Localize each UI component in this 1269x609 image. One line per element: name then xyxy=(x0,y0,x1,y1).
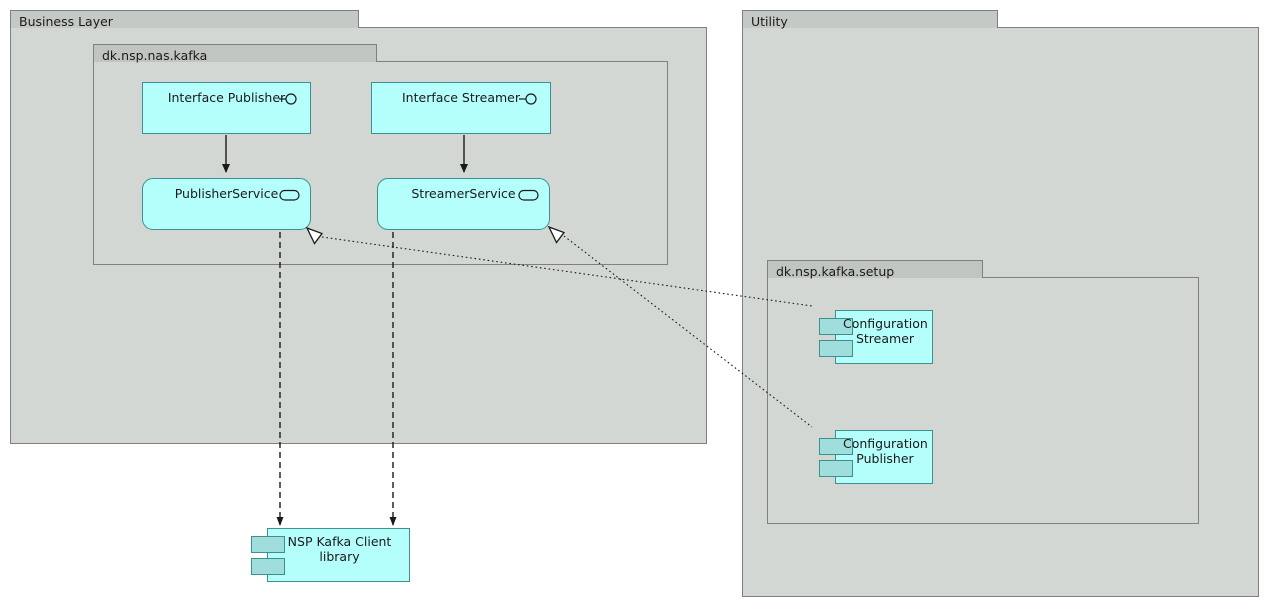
service-rounded-icon xyxy=(279,189,300,201)
interface-publisher-box[interactable]: Interface Publisher xyxy=(142,82,311,134)
interface-streamer-label: Interface Streamer xyxy=(402,90,520,105)
publisher-service-label: PublisherService xyxy=(174,186,279,201)
publisher-service-box[interactable]: PublisherService xyxy=(142,178,311,230)
package-dk-nsp-kafka-setup-tab[interactable]: dk.nsp.kafka.setup xyxy=(767,260,983,278)
nsp-kafka-client-library-body xyxy=(267,528,410,582)
component-tab-upper-icon xyxy=(819,318,853,335)
interface-lollipop-icon xyxy=(519,93,537,105)
frame-utility-title: Utility xyxy=(751,14,788,29)
component-tab-upper-icon xyxy=(251,536,285,553)
frame-business-layer-tab[interactable]: Business Layer xyxy=(10,10,359,28)
package-dk-nsp-nas-kafka-title: dk.nsp.nas.kafka xyxy=(102,48,208,63)
streamer-service-label: StreamerService xyxy=(411,186,516,201)
package-dk-nsp-nas-kafka-tab[interactable]: dk.nsp.nas.kafka xyxy=(93,44,377,62)
configuration-publisher-label-line1: Configuration xyxy=(843,436,928,451)
frame-utility-tab[interactable]: Utility xyxy=(742,10,998,28)
nsp-kafka-client-library-label-line2: library xyxy=(319,549,360,564)
frame-business-layer-title: Business Layer xyxy=(19,14,113,29)
interface-publisher-label: Interface Publisher xyxy=(167,90,286,105)
configuration-streamer-component[interactable]: Configuration Streamer xyxy=(813,310,933,364)
nsp-kafka-client-library-component[interactable]: NSP Kafka Client library xyxy=(245,528,410,582)
configuration-streamer-label-line2: Streamer xyxy=(855,331,915,346)
nsp-kafka-client-library-label-line1: NSP Kafka Client xyxy=(287,534,392,549)
interface-streamer-box[interactable]: Interface Streamer xyxy=(371,82,551,134)
configuration-streamer-label: Configuration Streamer xyxy=(843,316,928,346)
component-tab-lower-icon xyxy=(251,558,285,575)
nsp-kafka-client-library-label: NSP Kafka Client library xyxy=(275,534,404,564)
streamer-service-box[interactable]: StreamerService xyxy=(377,178,550,230)
configuration-publisher-label-line2: Publisher xyxy=(856,451,914,466)
package-dk-nsp-kafka-setup-title: dk.nsp.kafka.setup xyxy=(776,264,895,279)
configuration-streamer-label-line1: Configuration xyxy=(843,316,928,331)
configuration-publisher-label: Configuration Publisher xyxy=(843,436,928,466)
service-rounded-icon xyxy=(518,189,539,201)
component-tab-upper-icon xyxy=(819,438,853,455)
configuration-publisher-component[interactable]: Configuration Publisher xyxy=(813,430,933,484)
component-tab-lower-icon xyxy=(819,460,853,477)
component-tab-lower-icon xyxy=(819,340,853,357)
interface-lollipop-icon xyxy=(279,93,297,105)
